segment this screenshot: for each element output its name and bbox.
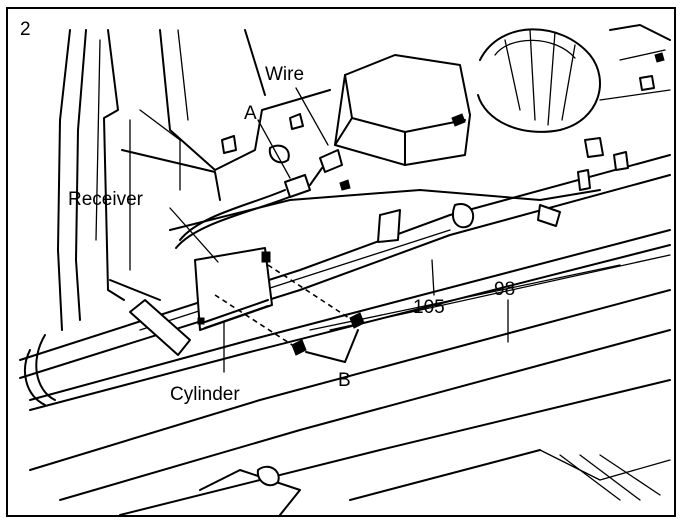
left-duct [24, 279, 191, 406]
fan-shroud [477, 24, 671, 133]
fasteners [221, 52, 665, 243]
leader-105 [431, 259, 435, 296]
left-side-panel [57, 29, 131, 331]
label-receiver: Receiver [68, 189, 143, 210]
bottom-corner-piece [199, 465, 301, 516]
step-number: 2 [20, 19, 31, 40]
leader-a [257, 119, 291, 179]
label-a: A [244, 103, 257, 124]
leader-receiver [169, 207, 219, 263]
wire-harness [175, 149, 343, 249]
label-cylinder: Cylinder [170, 384, 240, 405]
wire-box [334, 54, 471, 166]
label-wire: Wire [265, 64, 305, 85]
receiver-bracket [194, 247, 273, 331]
label-b: B [338, 370, 351, 391]
leader-wire [295, 87, 329, 146]
label-98: 98 [494, 279, 516, 300]
screws-b [214, 264, 365, 363]
figure-frame [6, 7, 676, 517]
leader-lines [169, 87, 509, 373]
label-105: 105 [413, 297, 445, 318]
upper-housing [121, 29, 331, 201]
